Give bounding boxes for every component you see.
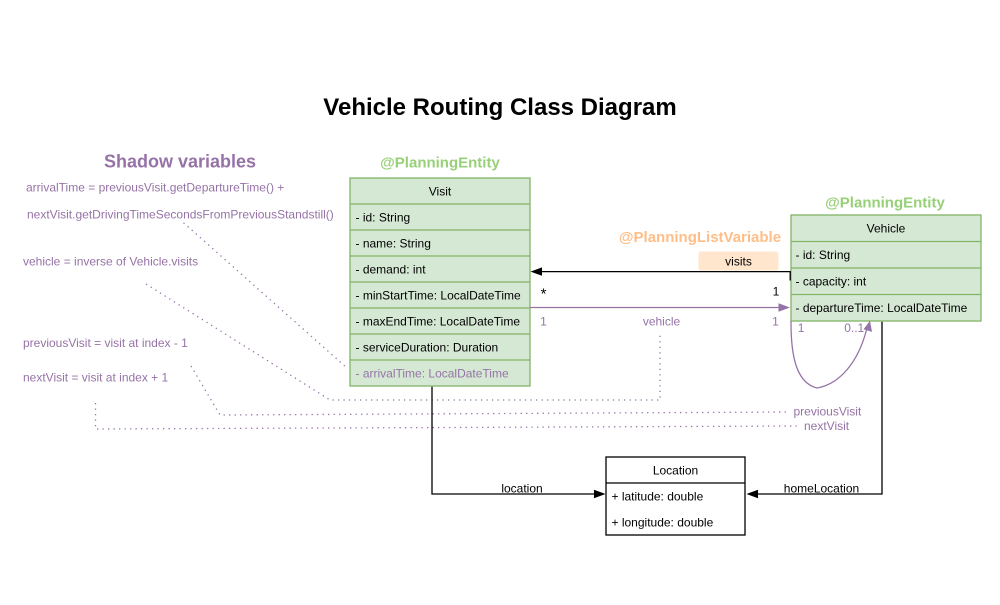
svg-text:- id: String: - id: String xyxy=(356,210,411,224)
svg-text:0..1: 0..1 xyxy=(844,321,864,335)
svg-text:- minStartTime: LocalDateTime: - minStartTime: LocalDateTime xyxy=(356,288,521,302)
svg-text:1: 1 xyxy=(772,314,779,328)
svg-text:+ longitude: double: + longitude: double xyxy=(612,516,714,530)
svg-text:previousVisit = visit at index: previousVisit = visit at index - 1 xyxy=(23,336,188,350)
svg-text:Vehicle: Vehicle xyxy=(867,222,906,236)
svg-text:+ latitude: double: + latitude: double xyxy=(612,490,704,504)
svg-text:- arrivalTime: LocalDateTime: - arrivalTime: LocalDateTime xyxy=(356,366,509,380)
svg-text:vehicle: vehicle xyxy=(643,314,681,328)
svg-text:@PlanningEntity: @PlanningEntity xyxy=(825,195,945,212)
svg-text:- demand: int: - demand: int xyxy=(356,262,427,276)
svg-text:- serviceDuration: Duration: - serviceDuration: Duration xyxy=(356,340,499,354)
svg-text:@PlanningEntity: @PlanningEntity xyxy=(380,155,500,172)
svg-text:- id: String: - id: String xyxy=(796,248,851,262)
svg-text:Visit: Visit xyxy=(429,184,452,198)
svg-text:vehicle = inverse of Vehicle.v: vehicle = inverse of Vehicle.visits xyxy=(23,255,198,269)
svg-text:1: 1 xyxy=(798,321,805,335)
svg-text:previousVisit: previousVisit xyxy=(794,404,862,418)
svg-text:Location: Location xyxy=(653,464,698,478)
svg-text:visits: visits xyxy=(725,255,752,269)
svg-text:*: * xyxy=(541,286,547,303)
svg-text:- capacity: int: - capacity: int xyxy=(796,275,867,289)
svg-text:Shadow variables: Shadow variables xyxy=(104,152,256,172)
svg-text:- name: String: - name: String xyxy=(356,236,431,250)
svg-text:nextVisit = visit at index + 1: nextVisit = visit at index + 1 xyxy=(23,371,169,385)
svg-text:1: 1 xyxy=(773,285,780,299)
svg-text:@PlanningListVariable: @PlanningListVariable xyxy=(619,229,781,246)
svg-text:Vehicle Routing Class Diagram: Vehicle Routing Class Diagram xyxy=(323,94,676,121)
svg-text:nextVisit.getDrivingTimeSecond: nextVisit.getDrivingTimeSecondsFromPrevi… xyxy=(27,208,334,222)
svg-text:- maxEndTime: LocalDateTime: - maxEndTime: LocalDateTime xyxy=(356,314,521,328)
svg-text:homeLocation: homeLocation xyxy=(784,482,859,496)
svg-text:1: 1 xyxy=(540,314,547,328)
svg-text:arrivalTime = previousVisit.ge: arrivalTime = previousVisit.getDeparture… xyxy=(26,181,284,195)
svg-text:location: location xyxy=(501,482,542,496)
svg-text:- departureTime: LocalDateTime: - departureTime: LocalDateTime xyxy=(796,301,968,315)
svg-text:nextVisit: nextVisit xyxy=(804,419,850,433)
